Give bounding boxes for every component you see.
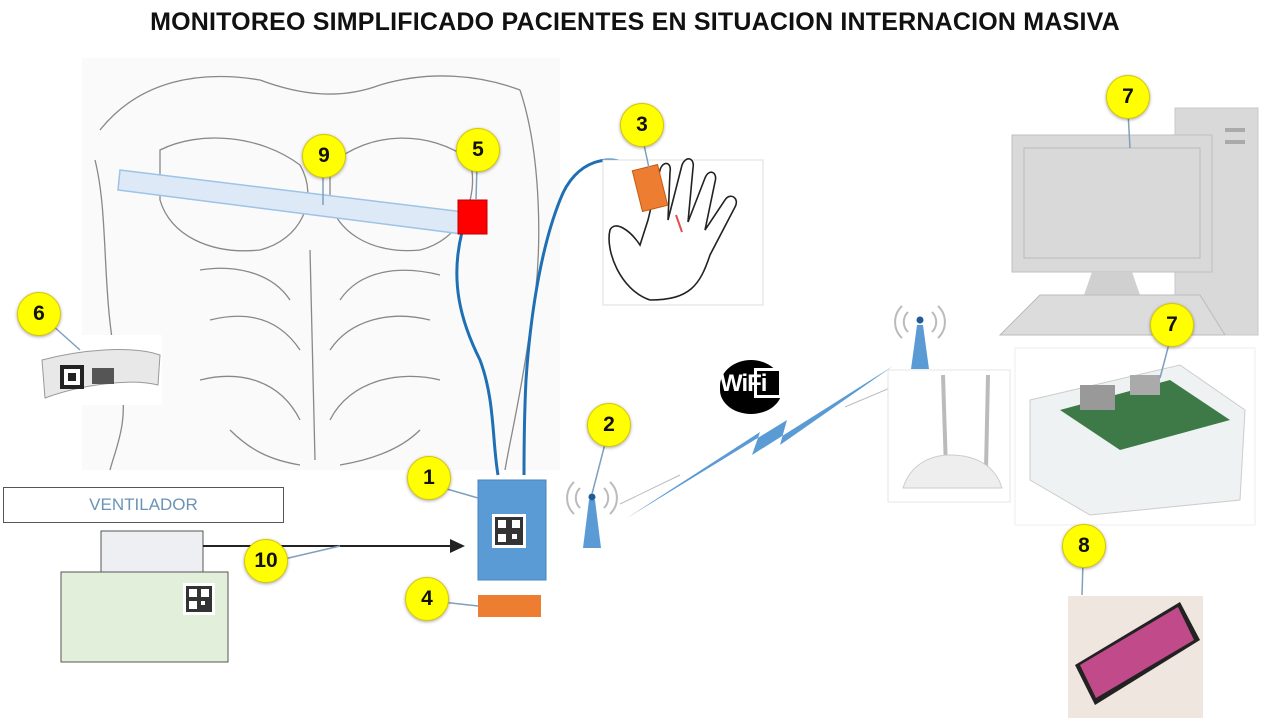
electrode-sensor bbox=[457, 199, 488, 235]
callout-badge-2: 2 bbox=[587, 403, 631, 447]
callout-badge-7-raspberry: 7 bbox=[1150, 303, 1194, 347]
oximeter-sensor bbox=[631, 163, 669, 213]
arrow-head bbox=[450, 539, 465, 553]
wristband-qr bbox=[37, 335, 162, 405]
wifi-logo-text: WiFi bbox=[720, 370, 767, 397]
device-antenna-icon bbox=[566, 481, 618, 548]
callout-badge-7-computer: 7 bbox=[1106, 75, 1150, 119]
callout-badge-5: 5 bbox=[456, 128, 500, 172]
ecg-cable bbox=[455, 231, 500, 476]
hand-sketch bbox=[602, 158, 764, 306]
callout-badge-10: 10 bbox=[244, 539, 288, 583]
raspberry-pi-case bbox=[1014, 347, 1256, 526]
torso-sketch bbox=[82, 58, 560, 471]
callout-badge-3: 3 bbox=[620, 103, 664, 147]
ventilator-label: VENTILADOR bbox=[3, 487, 284, 523]
wireless-link bbox=[627, 366, 893, 518]
callout-badge-9: 9 bbox=[302, 134, 346, 178]
ventilator-qr-code bbox=[183, 583, 215, 615]
smartphone bbox=[1068, 596, 1203, 718]
callout-badge-8: 8 bbox=[1062, 524, 1106, 568]
diagram-title: MONITOREO SIMPLIFICADO PACIENTES EN SITU… bbox=[150, 8, 1120, 36]
oximeter-cable bbox=[522, 158, 641, 476]
device-qr-code bbox=[492, 514, 526, 548]
callout-badge-6: 6 bbox=[17, 292, 61, 336]
callout-badge-1: 1 bbox=[407, 456, 451, 500]
wifi-router bbox=[887, 369, 1011, 503]
callout-badge-4: 4 bbox=[405, 577, 449, 621]
ventilator-top bbox=[100, 530, 204, 574]
battery-module bbox=[478, 595, 541, 617]
wifi-logo: WiFi bbox=[716, 358, 786, 414]
router-antenna-icon bbox=[894, 305, 946, 369]
